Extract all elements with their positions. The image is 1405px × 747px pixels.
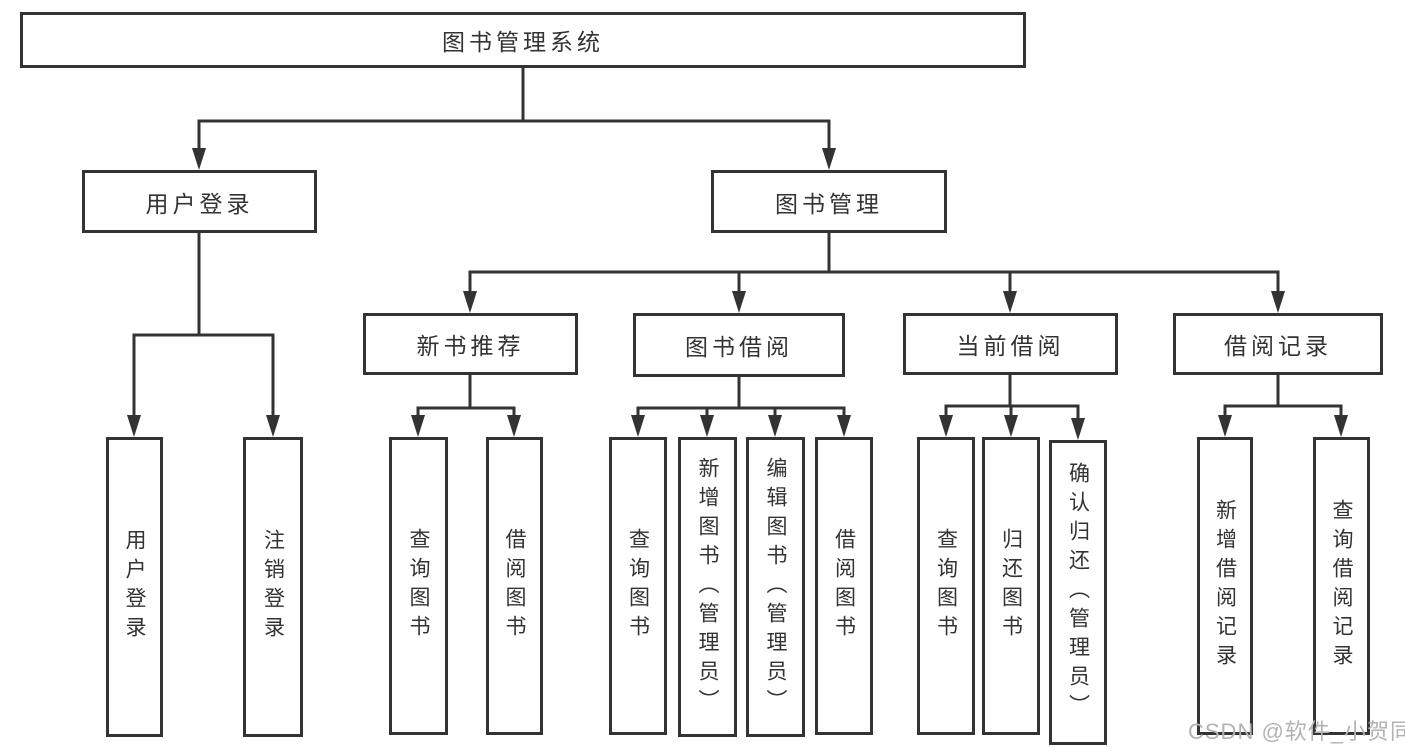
node-leaf-nbr-borrow: 借阅图书 [486,437,543,735]
node-leaf-user-login: 用户登录 [106,437,163,737]
node-leaf-logout: 注销登录 [243,437,303,737]
node-leaf-bb-query: 查询图书 [609,437,667,735]
node-label: 用户登录 [123,529,146,645]
node-leaf-bb-add: 新增图书（管理员） [678,437,737,737]
node-book-borrow: 图书借阅 [633,313,845,377]
node-label: 新增图书（管理员） [696,456,719,718]
node-label: 借阅图书 [832,528,856,644]
arrowhead-icon [1003,291,1017,313]
arrowhead-icon [732,291,746,313]
node-user-login: 用户登录 [82,170,317,233]
node-root: 图书管理系统 [20,12,1026,68]
arrowhead-icon [463,291,477,313]
arrowhead-icon [127,415,141,437]
node-leaf-br-add: 新增借阅记录 [1197,437,1253,735]
node-label: 注销登录 [261,529,285,645]
node-borrow-records: 借阅记录 [1173,313,1383,375]
node-leaf-cb-confirm: 确认归还（管理员） [1049,440,1107,745]
node-leaf-bb-borrow: 借阅图书 [815,437,873,735]
arrowhead-icon [192,148,206,170]
node-label: 归还图书 [999,528,1023,644]
node-leaf-br-query: 查询借阅记录 [1313,437,1370,735]
node-label: 查询图书 [407,528,430,644]
arrowhead-icon [631,415,645,437]
node-leaf-nbr-query: 查询图书 [389,437,448,735]
node-leaf-cb-return: 归还图书 [982,437,1040,735]
node-leaf-cb-query: 查询图书 [917,437,975,735]
arrowhead-icon [507,415,521,437]
node-label: 查询借阅记录 [1330,499,1353,673]
arrowhead-icon [266,415,280,437]
arrowhead-icon [1218,415,1232,437]
arrowhead-icon [1271,291,1285,313]
node-new-book-rec: 新书推荐 [363,313,578,375]
arrowhead-icon [837,415,851,437]
arrowhead-icon [700,415,714,437]
node-leaf-bb-edit: 编辑图书（管理员） [746,437,805,737]
arrowhead-icon [939,415,953,437]
arrowhead-icon [822,148,836,170]
node-label: 编辑图书（管理员） [764,456,787,718]
node-book-mgmt: 图书管理 [711,170,947,233]
node-label: 新增借阅记录 [1213,499,1237,673]
node-label: 确认归还（管理员） [1066,462,1090,723]
watermark-text: CSDN @软件_小贺同学 [1188,719,1405,744]
node-label: 借阅图书 [503,528,526,644]
arrowhead-icon [411,415,425,437]
node-label: 查询图书 [934,528,958,644]
arrowhead-icon [1004,415,1018,437]
arrowhead-icon [768,415,782,437]
arrowhead-icon [1071,418,1085,440]
arrowhead-icon [1334,415,1348,437]
node-current-borrow: 当前借阅 [903,313,1118,375]
node-label: 查询图书 [626,528,650,644]
